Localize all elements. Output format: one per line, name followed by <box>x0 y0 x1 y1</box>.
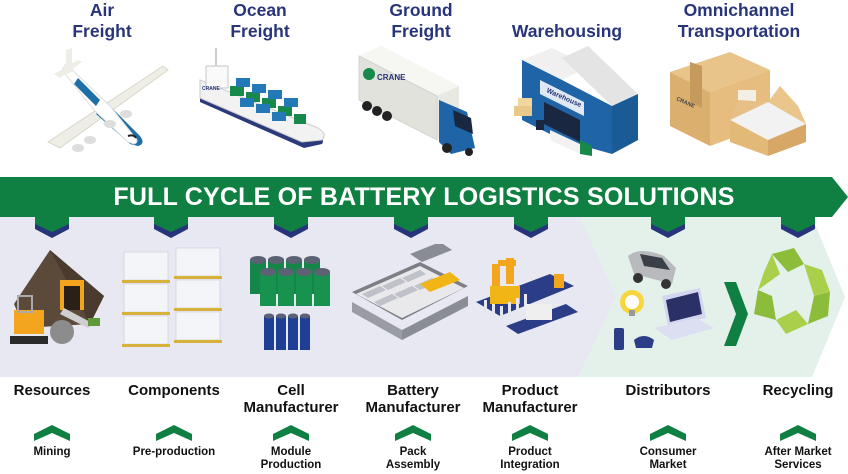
banner-tab-top-4 <box>514 216 548 232</box>
service-title-air-freight: Air Freight <box>27 0 177 42</box>
ship-brand-label: CRANE <box>202 86 220 92</box>
consumer-products-icon <box>614 251 714 350</box>
service-title-line1: Ground <box>389 0 453 20</box>
chevron-right-icon <box>724 282 748 346</box>
stage-subtitle: Mining <box>0 446 117 459</box>
chevron-up-shape <box>34 425 70 441</box>
chevron-up-shape <box>156 425 192 441</box>
battery-pack-icon <box>352 244 468 340</box>
service-title-ground-freight: Ground Freight <box>346 0 496 42</box>
truck-brand-label: CRANE <box>377 73 406 82</box>
banner-tab-top-3 <box>394 216 428 232</box>
stage-subtitle-line2: Assembly <box>385 459 441 471</box>
stage-subtitle-line2: Production <box>260 459 322 471</box>
service-title-line1: Omnichannel <box>683 0 795 20</box>
chevron-up-icon <box>395 425 431 441</box>
service-title-line1: Warehousing <box>511 21 623 41</box>
chevron-up-icon <box>156 425 192 441</box>
chevron-up-icon <box>780 425 816 441</box>
stage-title-line2: Manufacturer <box>365 399 461 416</box>
warehouse-icon: Warehouse <box>514 46 638 156</box>
banner-tab-top-2 <box>274 216 308 232</box>
stage-subtitle-line1: Product <box>508 446 552 458</box>
stage-subtitle-line2: Market <box>649 459 687 471</box>
boxes-icon: CRANE <box>670 52 806 156</box>
service-title-line1: Air <box>89 0 115 20</box>
stage-subtitle-line1: After Market <box>764 446 832 458</box>
stage-subtitle-line1: Module <box>270 446 312 458</box>
stage-title-line2: Manufacturer <box>243 399 339 416</box>
banner-arrow <box>0 177 848 217</box>
stage-title-line1: Battery <box>387 382 439 399</box>
chevron-up-icon <box>650 425 686 441</box>
stage-title: Resources <box>0 382 117 399</box>
service-title-line2: Freight <box>72 21 132 41</box>
service-title-omnichannel: Omnichannel Transportation <box>664 0 814 42</box>
recycle-icon <box>754 248 830 334</box>
service-title-line1: Ocean <box>233 0 287 20</box>
service-title-line2: Freight <box>391 21 451 41</box>
stage-subtitle: Pre-production <box>109 446 239 459</box>
battery-cells-icon <box>250 256 330 350</box>
background-cutout <box>812 217 848 377</box>
airplane-icon <box>47 48 169 152</box>
banner-tabs <box>35 216 815 238</box>
chevron-up-shape <box>273 425 309 441</box>
stage-title-line1: Recycling <box>762 382 834 399</box>
service-title-line2: Transportation <box>677 21 801 41</box>
stage-title-line2: Manufacturer <box>482 399 578 416</box>
banner-title: FULL CYCLE OF BATTERY LOGISTICS SOLUTION… <box>113 183 735 211</box>
mine-icon <box>10 250 104 344</box>
chevron-up-icon <box>273 425 309 441</box>
banner-tab-top-6 <box>781 216 815 232</box>
chevron-up-shape <box>780 425 816 441</box>
stage-title: Distributors <box>603 382 733 399</box>
truck-icon: CRANE <box>358 46 475 156</box>
stage-title: Components <box>109 382 239 399</box>
stage-subtitle-line2: Services <box>774 459 822 471</box>
service-title-line2: Freight <box>230 21 290 41</box>
stage-title-line1: Distributors <box>625 382 711 399</box>
banner-tab-top-0 <box>35 216 69 232</box>
chevron-up-icon <box>512 425 548 441</box>
cargo-ship-icon: CRANE <box>199 48 325 148</box>
service-title-ocean-freight: Ocean Freight <box>185 0 335 42</box>
robot-factory-icon <box>476 258 578 334</box>
chevron-up-shape <box>512 425 548 441</box>
stage-title-line1: Components <box>128 382 220 399</box>
chevron-up-shape <box>395 425 431 441</box>
chevron-up-icon <box>34 425 70 441</box>
stage-subtitle-line1: Mining <box>33 446 71 458</box>
banner-tab-top-1 <box>154 216 188 232</box>
stage-title-line1: Cell <box>277 382 305 399</box>
chevron-up-shape <box>650 425 686 441</box>
stage-title-line1: Resources <box>13 382 91 399</box>
stage-subtitle-line1: Pack <box>399 446 427 458</box>
banner-tab-top-5 <box>651 216 685 232</box>
stage-title: Recycling <box>733 382 848 399</box>
stage-subtitle-line1: Pre-production <box>132 446 216 458</box>
pallets-icon <box>122 247 222 347</box>
stage-title-line1: Product <box>501 382 559 399</box>
stage-subtitle-line2: Integration <box>500 459 560 471</box>
stage-subtitle-line1: Consumer <box>639 446 697 458</box>
service-title-warehousing: Warehousing <box>492 21 642 42</box>
